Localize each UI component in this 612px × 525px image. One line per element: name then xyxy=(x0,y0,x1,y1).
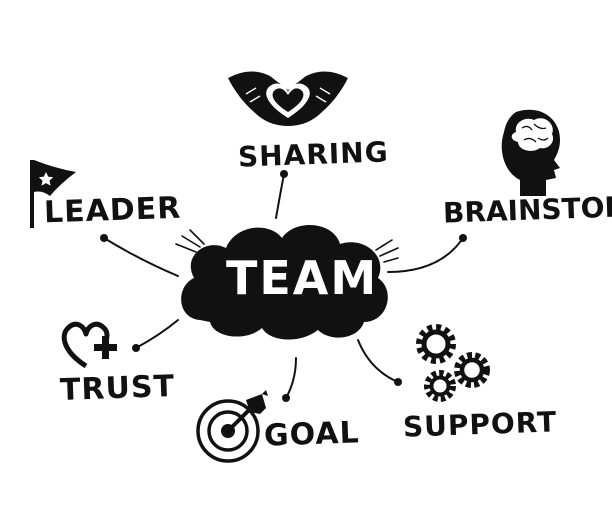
brainstorm-label: BRAINSTORM xyxy=(442,189,612,230)
connectors xyxy=(103,173,464,399)
connector-leader xyxy=(103,237,179,277)
connector-brainstorm xyxy=(387,237,464,273)
leader-label: LEADER xyxy=(43,190,182,231)
connector-goal xyxy=(285,357,297,399)
connector-support xyxy=(357,339,399,383)
connector-sharing xyxy=(275,173,285,219)
head-brain-icon xyxy=(501,109,560,196)
cloud-shape xyxy=(181,225,388,340)
heart-hands-icon xyxy=(228,71,348,126)
center-label: TEAM xyxy=(226,251,379,305)
connector-trust xyxy=(135,319,179,349)
heart-plus-icon xyxy=(61,321,117,369)
trust-label: TRUST xyxy=(59,369,176,408)
sharing-label: SHARING xyxy=(237,135,390,174)
cloud-accents xyxy=(175,229,399,263)
connector-dots xyxy=(100,170,467,402)
support-label: SUPPORT xyxy=(402,405,558,444)
gears-icon xyxy=(416,324,490,402)
target-arrow-icon xyxy=(196,390,268,463)
flag-star-icon xyxy=(30,160,76,228)
goal-label: GOAL xyxy=(263,415,361,454)
